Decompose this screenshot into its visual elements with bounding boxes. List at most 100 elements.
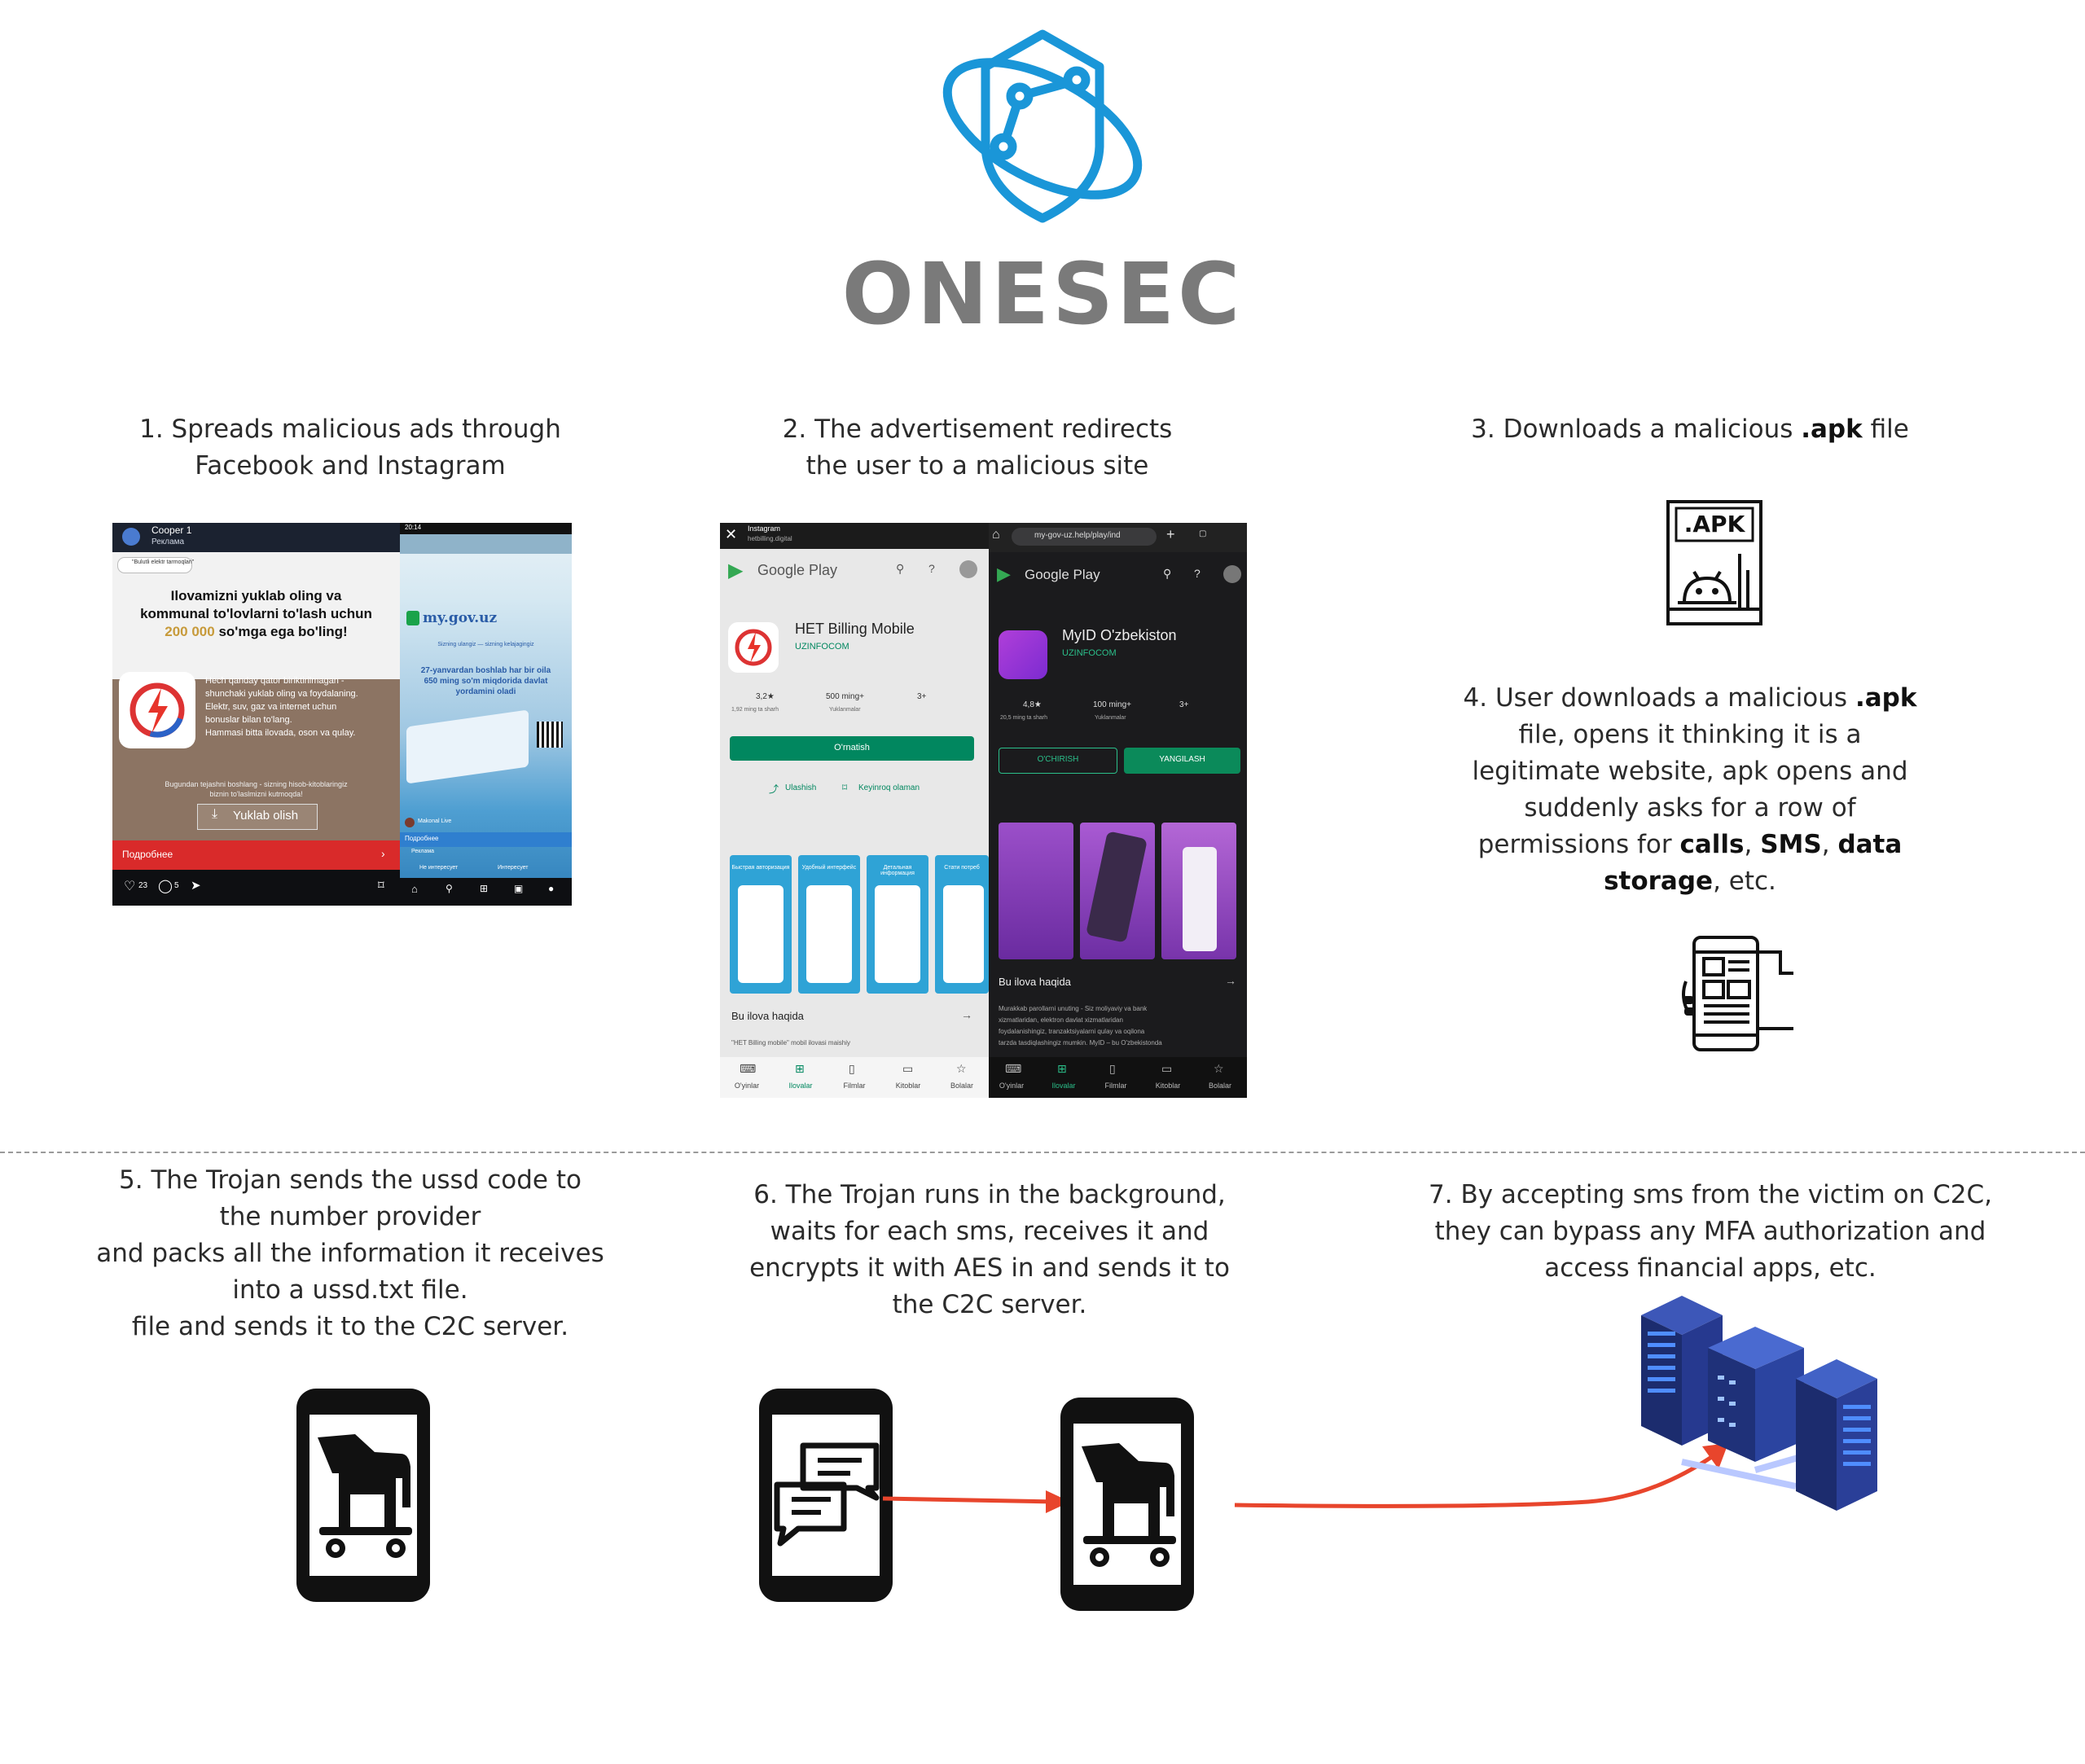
downloads-label: Yuklanmalar [829,707,861,713]
nav-movies[interactable]: Filmlar [843,1082,866,1090]
close-icon[interactable]: ✕ [725,526,738,542]
url-text: my-gov-uz.help/play/ind [1034,531,1121,540]
like-count: 23 [138,881,148,890]
review-count: 1,92 ming ta sharh [731,707,779,713]
ig-ad-label: Реклама [411,849,435,854]
avatar[interactable] [959,560,977,578]
step-1-line-2: Facebook and Instagram [195,451,506,480]
reels-icon[interactable]: ▣ [514,883,524,894]
search-icon[interactable]: ⚲ [1163,567,1172,580]
bookmark-icon[interactable]: ⌑ [378,879,384,893]
step-7-line-2: they can bypass any MFA authorization an… [1434,1217,1986,1246]
ad-download-button[interactable] [197,804,318,830]
nav-apps[interactable]: Ilovalar [788,1082,813,1090]
ig-not-interested[interactable]: Не интересует [419,865,459,871]
new-tab-icon[interactable]: + [1166,526,1175,542]
ad-bullet-5: Hammasi bitta ilovada, oson va qulay. [205,728,356,738]
step-6-line-1: 6. The Trojan runs in the background, [753,1180,1226,1209]
nav-movies[interactable]: Filmlar [1104,1082,1127,1090]
step-4-line-5: permissions for calls, SMS, data [1429,827,1951,863]
step-1-line-1: 1. Spreads malicious ads through [139,415,561,444]
search-icon[interactable]: ⚲ [446,883,453,894]
nav-kids[interactable]: Bolalar [950,1082,973,1090]
age-rating: 3+ [917,692,927,701]
ad-cta-bar[interactable] [112,840,400,870]
nav-games[interactable]: O'yinlar [734,1082,760,1090]
avatar [405,818,415,827]
heart-icon[interactable]: ♡ [124,880,136,893]
gov-phones-image [406,709,529,784]
about-heading[interactable]: Bu ilova haqida [999,976,1071,988]
step-4-l1-pre: 4. User downloads a malicious [1463,683,1855,713]
ad-headline-1: Ilovamizni yuklab oling va [170,588,342,603]
arrow-right-icon[interactable]: → [961,1008,972,1021]
profile-icon[interactable]: ● [548,883,555,894]
apps-grid-icon: ⊞ [795,1062,805,1075]
c2c-server-icon [1641,1296,1877,1511]
step-6-line-4: the C2C server. [892,1290,1087,1319]
arrow-trojan-to-server [1234,1443,1728,1508]
url-bar[interactable] [1012,528,1157,546]
step-5-line-5: file and sends it to the C2C server. [131,1312,569,1341]
step-5-line-1: 5. The Trojan sends the ussd code to [119,1165,582,1195]
google-play-icon: ▶ [997,564,1011,584]
step-4-l5-b2: SMS [1760,830,1822,859]
comment-icon[interactable]: ◯ [158,880,173,893]
wishlist-icon[interactable]: ⌑ [842,782,848,793]
ad-download-label: Yuklab olish [233,809,299,823]
gov-message-2: 650 ming so'm miqdorida davlat [424,677,548,686]
share-label[interactable]: Ulashish [785,783,817,792]
screenshot-caption-3: Детальная информация [880,865,915,876]
uninstall-button[interactable] [999,748,1117,774]
share-icon[interactable]: ⤴ [769,783,779,795]
review-count: 20,5 ming ta sharh [1000,715,1047,721]
nav-books[interactable]: Kitoblar [895,1082,921,1090]
downloads-label: Yuklanmalar [1095,715,1126,721]
developer-name: UZINFOCOM [1062,648,1117,658]
downloads: 100 ming+ [1093,700,1131,709]
nav-games[interactable]: O'yinlar [999,1082,1025,1090]
nav-apps[interactable]: Ilovalar [1051,1082,1076,1090]
step-4-l1-bold: .apk [1855,683,1917,713]
home-icon[interactable]: ⌂ [992,528,1000,542]
help-icon[interactable]: ? [928,562,935,575]
step-5-line-3: and packs all the information it receive… [96,1239,604,1268]
step-6-line-3: encrypts it with AES in and sends it to [749,1253,1230,1283]
step-5-line-4: into a ussd.txt file. [232,1275,468,1305]
update-button[interactable] [1124,748,1240,774]
ig-cta-bar[interactable] [400,832,572,847]
about-desc-2: xizmatlaridan, elektron davlat xizmatlar… [999,1016,1123,1024]
step-3-pre: 3. Downloads a malicious [1471,415,1802,444]
qr-code-icon [537,722,563,748]
avatar[interactable] [1223,565,1241,583]
send-icon[interactable]: ➤ [191,879,201,893]
phone-permissions-icon [1682,936,1793,1051]
star-icon: ☆ [956,1062,967,1075]
home-icon[interactable]: ⌂ [411,883,418,895]
screenshot-caption-1: Быстрая авторизация [731,865,790,871]
step-4-line-6: storage, etc. [1429,863,1951,900]
add-icon[interactable]: ⊞ [480,883,489,894]
wishlist-label[interactable]: Keyinroq olaman [858,783,920,792]
ig-interested[interactable]: Интересует [498,865,529,871]
browser-url: hetbilling.digital [748,535,792,542]
search-icon[interactable]: ⚲ [896,562,905,575]
about-desc-3: foydalanishingiz, tranzaktsiyalarni qula… [999,1028,1145,1035]
arrow-right-icon[interactable]: → [1225,974,1236,987]
step-7-line-3: access financial apps, etc. [1544,1253,1876,1283]
nav-kids[interactable]: Bolalar [1208,1082,1231,1090]
apk-file-icon [1666,500,1762,625]
nav-books[interactable]: Kitoblar [1155,1082,1181,1090]
ad-footer-2: biznin to'laslmizni kutmoqda! [209,790,303,798]
about-heading[interactable]: Bu ilova haqida [731,1010,804,1022]
avatar [122,528,140,546]
download-icon: ⤓ [212,807,218,821]
step-4-l5-b3: data [1837,830,1903,859]
step-4-line-3: legitimate website, apk opens and [1472,757,1908,786]
developer-name: UZINFOCOM [795,642,849,652]
install-button[interactable] [730,736,974,761]
help-icon[interactable]: ? [1194,567,1201,580]
tabs-icon[interactable]: ▢ [1199,529,1207,538]
gamepad-icon: ⌨ [1005,1062,1022,1075]
ad-bullet-1: Hech qanday qator biriktirilmagan - [205,676,345,686]
